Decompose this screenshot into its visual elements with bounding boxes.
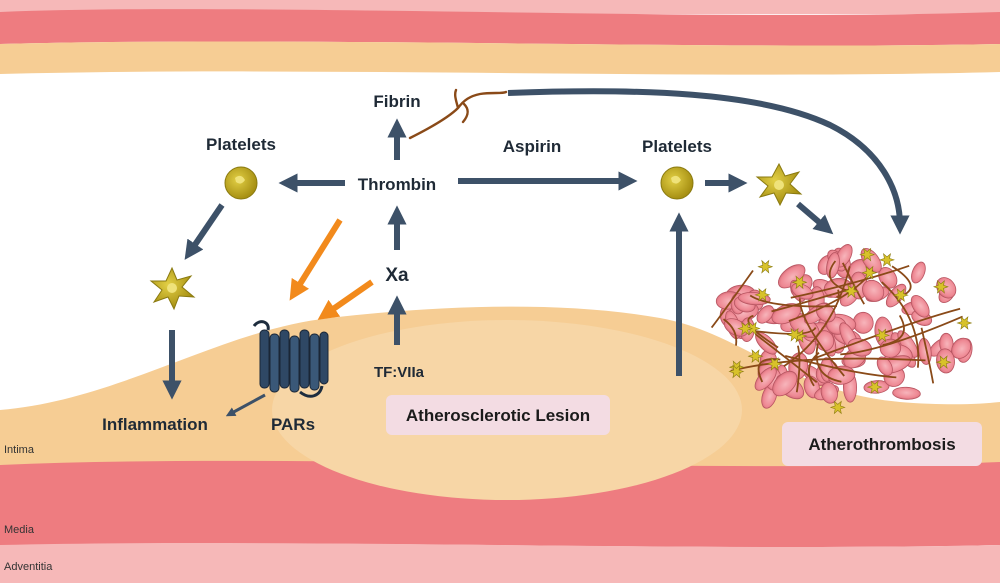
fibrin-thread — [754, 333, 818, 383]
fibrin-thread — [710, 269, 754, 329]
clot-platelet — [956, 316, 973, 330]
fibrin-thread — [815, 343, 842, 383]
red-blood-cell — [892, 386, 921, 400]
pathway-arrows — [162, 88, 910, 400]
red-blood-cell — [754, 366, 777, 391]
clot-platelet — [843, 284, 860, 299]
fibrin-thread — [790, 264, 910, 299]
fibrin-thread — [920, 327, 935, 384]
lesion-label-box: Atherosclerotic Lesion — [386, 395, 610, 435]
clot-platelet — [879, 252, 895, 267]
clot-platelet — [737, 321, 754, 336]
layer-label-adventitia: Adventitia — [4, 561, 53, 573]
label-atherosclerotic-lesion: Atherosclerotic Lesion — [406, 406, 590, 425]
arrow-activated-to-thrombus — [796, 201, 834, 235]
red-blood-cell — [772, 370, 798, 397]
fibrin-thread — [795, 345, 801, 393]
fibrin-thread — [771, 287, 853, 313]
thrombus-clot — [710, 244, 973, 415]
clot-platelet — [747, 349, 764, 363]
clot-platelet — [829, 400, 846, 415]
layer-label-intima: Intima — [4, 444, 35, 456]
clot-platelet — [866, 380, 883, 394]
fibrin-thread — [784, 355, 897, 379]
label-platelets-left: Platelets — [206, 135, 276, 154]
clot-platelet — [728, 360, 745, 375]
red-blood-cell — [862, 279, 885, 302]
red-blood-cell — [876, 356, 893, 376]
vessel-wall-top — [0, 0, 1000, 75]
red-blood-cell — [820, 381, 838, 404]
clot-platelet — [786, 327, 803, 342]
label-inflammation: Inflammation — [102, 415, 208, 434]
red-blood-cell — [936, 277, 957, 299]
clot-platelet — [935, 355, 952, 369]
platelet-left — [224, 166, 258, 200]
fibrin-thread — [882, 314, 905, 346]
atherothrombosis-label-box: Atherothrombosis — [782, 422, 982, 466]
fibrin-thread — [813, 307, 961, 360]
clot-platelet — [874, 328, 891, 343]
arrow-platelet-to-activated-left — [184, 203, 225, 260]
clot-platelet — [728, 364, 745, 379]
activated-platelet-left — [149, 266, 196, 311]
label-tf-viia: TF:VIIa — [374, 364, 425, 381]
red-blood-cell — [910, 294, 930, 318]
fibrin-strand — [408, 88, 508, 140]
red-blood-cell — [911, 261, 926, 284]
platelet-right — [660, 166, 694, 200]
clot-platelet — [859, 247, 876, 262]
red-blood-cell — [951, 337, 972, 359]
clot-platelet — [932, 280, 949, 294]
layer-label-media: Media — [4, 524, 35, 536]
label-xa: Xa — [385, 265, 409, 286]
label-thrombin: Thrombin — [358, 175, 436, 194]
fibrin-thread — [841, 262, 865, 305]
arrow-pars-to-inflammation — [225, 393, 266, 417]
fibrin-thread — [757, 358, 781, 383]
label-fibrin: Fibrin — [373, 92, 420, 111]
clot-platelet — [892, 288, 909, 303]
red-blood-cell — [756, 305, 774, 324]
fibrin-thread — [808, 352, 820, 387]
fibrin-thread — [783, 266, 851, 367]
clot-platelet — [754, 287, 771, 302]
clot-platelet — [766, 357, 783, 371]
par-receptor-icon — [252, 320, 329, 398]
arrow-xa-to-pars — [317, 279, 374, 320]
thrombin-xa-to-pars-arrows — [289, 218, 374, 320]
arrow-fibrin-to-thrombus — [507, 88, 910, 235]
clot-platelet — [757, 259, 774, 274]
fibrin-thread — [881, 281, 920, 368]
label-aspirin: Aspirin — [503, 137, 562, 156]
activated-platelet-right — [755, 162, 803, 207]
label-pars: PARs — [271, 415, 315, 434]
clot-platelet — [861, 265, 878, 280]
arrow-thrombin-to-pars — [289, 218, 343, 301]
clot-platelet — [791, 275, 808, 290]
label-platelets-right: Platelets — [642, 137, 712, 156]
label-atherothrombosis: Atherothrombosis — [808, 435, 955, 454]
fibrin-thread — [828, 260, 849, 292]
fibrin-thread — [722, 318, 738, 346]
fibrin-thread — [836, 289, 840, 299]
